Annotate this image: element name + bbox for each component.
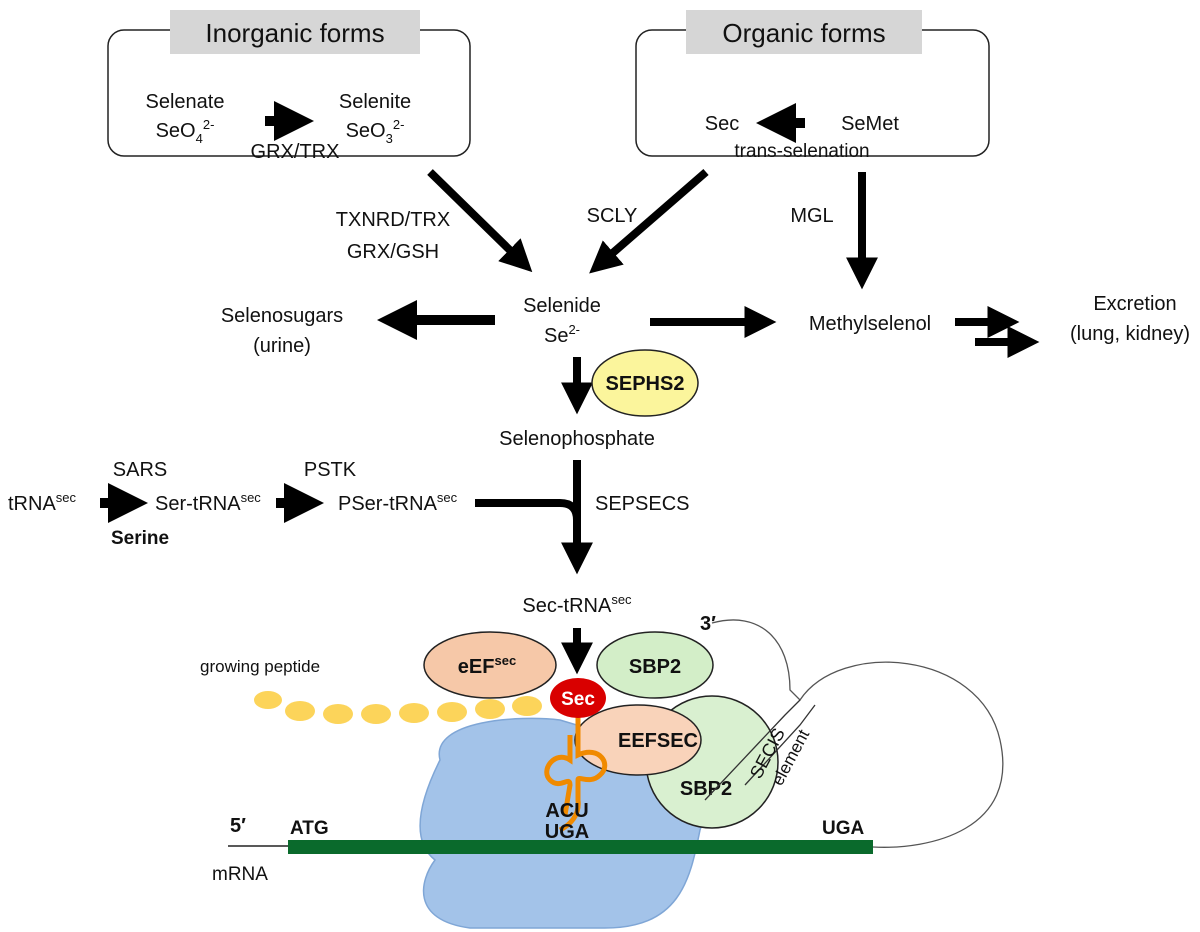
inorganic-forms-box: Inorganic forms Selenate SeO42- Selenite… bbox=[107, 10, 471, 163]
mrna-3prime-loop bbox=[711, 619, 1004, 848]
selenophosphate-label: Selenophosphate bbox=[499, 428, 655, 450]
svg-text:SEPHS2: SEPHS2 bbox=[606, 373, 685, 395]
selenide-formula: Se2- bbox=[544, 322, 580, 347]
sec-trna-label: Sec-tRNAsec bbox=[522, 592, 632, 617]
three-prime-label: 3′ bbox=[700, 613, 716, 635]
sbp2-factor: SBP2 bbox=[596, 631, 714, 699]
secis-stem bbox=[704, 699, 816, 801]
growing-peptide-chain bbox=[254, 691, 542, 724]
start-codon-label: ATG bbox=[290, 818, 329, 839]
selenite-formula: SeO32- bbox=[346, 117, 405, 146]
selenide-label: Selenide bbox=[523, 295, 601, 317]
mrna-coding-region bbox=[288, 840, 873, 854]
five-prime-label: 5′ bbox=[230, 815, 246, 837]
txnrd-trx-label: TXNRD/TRX bbox=[336, 209, 450, 231]
trna-cloverleaf bbox=[544, 712, 608, 833]
selenite-label: Selenite bbox=[339, 91, 411, 113]
eefsec-bound: EEFSEC bbox=[574, 704, 702, 776]
svg-text:SBP2: SBP2 bbox=[680, 778, 732, 800]
selenate-formula: SeO42- bbox=[156, 117, 215, 146]
scly-label: SCLY bbox=[587, 205, 638, 227]
sepsecs-label: SEPSECS bbox=[595, 493, 689, 515]
arrow-organic-to-selenide bbox=[589, 168, 709, 274]
sec-label: Sec bbox=[705, 113, 739, 135]
sars-label: SARS bbox=[113, 459, 167, 481]
urine-label: (urine) bbox=[253, 335, 311, 357]
ser-trna-label: Ser-tRNAsec bbox=[155, 490, 261, 515]
arrow-inorganic-to-selenide bbox=[427, 169, 533, 273]
sec-amino-acid: Sec bbox=[550, 678, 606, 718]
eefsec-factor: eEFsec bbox=[423, 631, 557, 699]
trna-sec-label: tRNAsec bbox=[8, 490, 77, 515]
selenate-label: Selenate bbox=[146, 91, 225, 113]
methylselenol-label: Methylselenol bbox=[809, 313, 931, 335]
organic-forms-box: Organic forms Sec SeMet trans-selenation bbox=[635, 10, 990, 162]
svg-text:EEFSEC: EEFSEC bbox=[618, 730, 698, 752]
excretion-label: Excretion bbox=[1093, 293, 1176, 315]
inorganic-forms-title: Inorganic forms bbox=[205, 18, 384, 48]
growing-peptide-label: growing peptide bbox=[200, 657, 320, 676]
selenosugars-label: Selenosugars bbox=[221, 305, 343, 327]
grx-gsh-label: GRX/GSH bbox=[347, 241, 439, 263]
stop-codon-label: UGA bbox=[822, 818, 865, 839]
svg-text:Sec: Sec bbox=[561, 689, 595, 710]
pser-trna-label: PSer-tRNAsec bbox=[338, 490, 458, 515]
trans-selenation-label: trans-selenation bbox=[734, 141, 869, 162]
arrow-to-sec-trna bbox=[475, 499, 593, 575]
svg-text:SBP2: SBP2 bbox=[629, 656, 681, 678]
pstk-label: PSTK bbox=[304, 459, 357, 481]
mgl-label: MGL bbox=[790, 205, 833, 227]
grx-trx-label: GRX/TRX bbox=[251, 141, 340, 163]
serine-label: Serine bbox=[111, 528, 169, 549]
uga-codon-label: UGA bbox=[545, 821, 589, 843]
svg-text:eEFsec: eEFsec bbox=[458, 653, 516, 678]
organic-forms-title: Organic forms bbox=[722, 18, 885, 48]
sephs2-enzyme: SEPHS2 bbox=[591, 349, 699, 417]
excretion-route-label: (lung, kidney) bbox=[1070, 323, 1190, 345]
mrna-label: mRNA bbox=[212, 864, 268, 885]
anticodon-label: ACU bbox=[545, 800, 588, 822]
semet-label: SeMet bbox=[841, 113, 899, 135]
